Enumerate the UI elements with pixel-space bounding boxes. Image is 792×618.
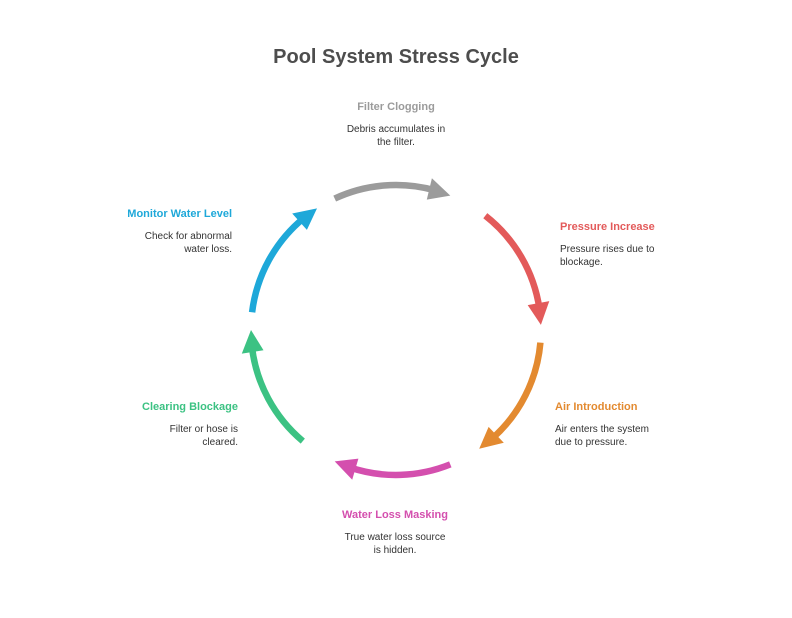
step-description: True water loss source is hidden.: [344, 532, 446, 556]
arrowhead-air-introduction: [479, 426, 504, 449]
step-description: Filter or hose is cleared.: [169, 424, 238, 448]
arrowhead-monitor-water-level: [292, 208, 317, 230]
cycle-arc-filter-clogging: [333, 181, 436, 202]
arrowhead-water-loss-masking: [334, 458, 359, 480]
page-title: Pool System Stress Cycle: [273, 46, 519, 68]
arrowhead-clearing-blockage: [241, 330, 264, 354]
step-filter-clogging: Filter Clogging Debris accumulates in th…: [296, 100, 496, 149]
step-description: Debris accumulates in the filter.: [346, 124, 446, 148]
arrowhead-filter-clogging: [426, 178, 451, 200]
step-monitor-water-level: Monitor Water Level Check for abnormal w…: [52, 207, 232, 256]
cycle-arc-air-introduction: [489, 342, 544, 442]
step-description: Pressure rises due to blockage.: [560, 244, 655, 268]
cycle-arc-clearing-blockage: [248, 346, 305, 444]
step-name: Pressure Increase: [560, 221, 655, 233]
cycle-arc-pressure-increase: [483, 213, 543, 309]
step-name: Air Introduction: [555, 401, 638, 413]
arrowhead-pressure-increase: [527, 301, 550, 325]
step-name: Monitor Water Level: [127, 208, 232, 220]
step-water-loss-masking: Water Loss Masking True water loss sourc…: [295, 508, 495, 557]
step-clearing-blockage: Clearing Blockage Filter or hose is clea…: [58, 400, 238, 449]
step-name: Water Loss Masking: [342, 509, 448, 521]
step-air-introduction: Air Introduction Air enters the system d…: [555, 400, 735, 449]
step-description: Air enters the system due to pressure.: [555, 424, 649, 448]
step-description: Check for abnormal water loss.: [144, 231, 232, 255]
step-name: Filter Clogging: [357, 101, 435, 113]
step-name: Clearing Blockage: [142, 401, 238, 413]
step-pressure-increase: Pressure Increase Pressure rises due to …: [560, 220, 740, 269]
cycle-arc-monitor-water-level: [248, 215, 306, 313]
cycle-arc-water-loss-masking: [348, 461, 452, 479]
